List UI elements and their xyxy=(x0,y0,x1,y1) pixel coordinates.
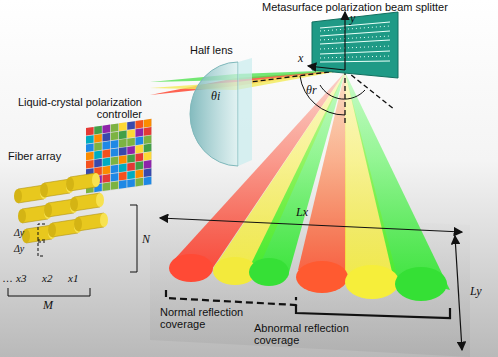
lc-pixel xyxy=(94,126,102,135)
lc-pixel xyxy=(127,162,135,171)
lc-pixel xyxy=(136,136,144,145)
lc-pixel xyxy=(103,174,111,183)
lc-pixel xyxy=(111,132,119,141)
lc-pixel xyxy=(94,142,102,151)
lc-pixel xyxy=(127,179,135,188)
lc-pixel xyxy=(86,160,94,169)
lc-pixel xyxy=(103,141,111,150)
lc-pixel xyxy=(111,156,119,165)
lc-pixel xyxy=(144,144,152,153)
lc-pixel xyxy=(127,129,135,138)
label: Liquid-crystal polarization controller xyxy=(14,96,142,120)
lc-pixel xyxy=(119,122,127,131)
lc-pixel xyxy=(94,151,102,160)
lc-pixel xyxy=(127,171,135,180)
label: x xyxy=(298,52,303,65)
lc-pixel xyxy=(136,153,144,162)
lc-pixel xyxy=(111,165,119,174)
fiber xyxy=(70,193,104,211)
label: Fiber array xyxy=(8,150,61,162)
lc-pixel xyxy=(111,123,119,132)
lc-pixel xyxy=(103,149,111,158)
lc-pixel xyxy=(144,177,152,186)
lc-pixel xyxy=(127,154,135,163)
lc-pixel xyxy=(86,152,94,161)
lc-pixel xyxy=(119,164,127,173)
lc-pixel xyxy=(111,181,119,190)
lc-pixel xyxy=(119,131,127,140)
lc-pixel xyxy=(103,125,111,134)
lc-pixel xyxy=(144,135,152,144)
lc-pixel xyxy=(136,161,144,170)
lc-pixel xyxy=(136,120,144,129)
lc-pixel xyxy=(103,166,111,175)
label: N xyxy=(142,233,150,246)
lc-pixel xyxy=(127,121,135,130)
lc-pixel xyxy=(136,169,144,178)
lc-pixel xyxy=(127,146,135,155)
lc-pixel xyxy=(119,147,127,156)
lc-pixel xyxy=(111,140,119,149)
label: x1 xyxy=(68,272,78,284)
lc-pixel xyxy=(136,145,144,154)
lc-pixel xyxy=(111,148,119,157)
lc-pixel xyxy=(86,143,94,152)
label: Ly xyxy=(470,285,482,298)
lc-pixel xyxy=(144,127,152,136)
label: … xyxy=(2,272,13,284)
lc-pixel xyxy=(103,158,111,167)
lc-pixel xyxy=(119,139,127,148)
label: x2 xyxy=(42,272,52,284)
lc-pixel xyxy=(144,152,152,161)
label: M xyxy=(43,299,53,312)
label: Normal reflection coverage xyxy=(160,306,252,330)
label: Lx xyxy=(296,206,308,219)
lc-pixel xyxy=(144,160,152,169)
lc-pixel xyxy=(111,173,119,182)
lc-pixel xyxy=(119,180,127,189)
label: Abnormal reflection coverage xyxy=(254,322,354,346)
lc-pixel xyxy=(103,182,111,191)
lc-pixel xyxy=(136,178,144,187)
fiber xyxy=(74,213,108,231)
label: Half lens xyxy=(190,44,233,56)
fiber xyxy=(66,173,100,191)
lc-pixel xyxy=(103,133,111,142)
lc-pixel xyxy=(127,138,135,147)
label: y xyxy=(350,12,355,25)
lc-pixel xyxy=(86,135,94,144)
label: x3 xyxy=(16,272,26,284)
lc-pixel xyxy=(144,119,152,128)
label: θi xyxy=(211,90,220,103)
lc-pixel xyxy=(119,172,127,181)
label: Δy xyxy=(14,227,24,238)
label: θr xyxy=(306,84,317,97)
lc-pixel xyxy=(94,159,102,168)
lc-pixel xyxy=(144,168,152,177)
lc-pixel xyxy=(86,127,94,136)
lc-pixel xyxy=(119,155,127,164)
lc-pixel xyxy=(136,128,144,137)
lc-pixel xyxy=(94,134,102,143)
label: Δy xyxy=(14,243,24,254)
